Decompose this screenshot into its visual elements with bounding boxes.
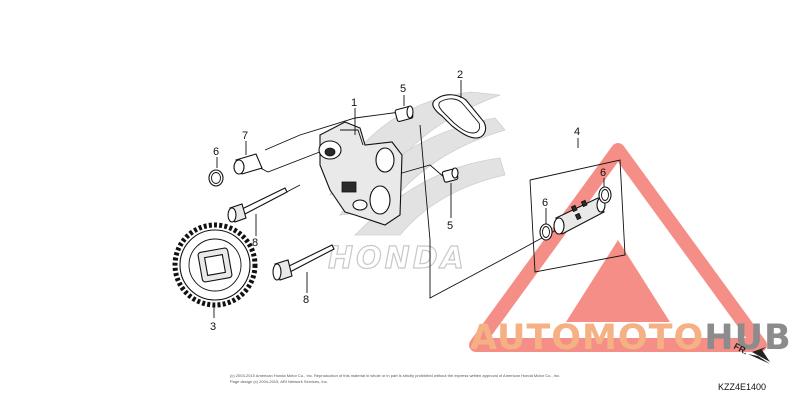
o-ring-shaft-right[interactable] xyxy=(598,186,612,204)
oil-pump-body[interactable] xyxy=(318,121,403,226)
callout-8-lower: 8 xyxy=(303,294,309,306)
callout-6-left: 6 xyxy=(213,146,219,158)
watermark-brand-gray: HUB xyxy=(704,318,791,358)
watermark-triangle xyxy=(469,143,767,352)
dowel-pin-upper[interactable] xyxy=(394,105,414,122)
dowel-pin-lower[interactable] xyxy=(441,167,459,183)
leader-lines xyxy=(213,80,605,318)
callout-6-shaft-right: 6 xyxy=(600,167,606,179)
watermark-brand: AUTOMOTOHUB xyxy=(470,318,792,358)
callout-1: 1 xyxy=(351,97,357,109)
callout-7: 7 xyxy=(242,130,248,142)
callout-6-shaft-left: 6 xyxy=(542,197,548,209)
callout-5-upper: 5 xyxy=(400,83,406,95)
diagram-code: KZZ4E1400 xyxy=(718,382,766,392)
copyright-line-1: (c) 2003-2015 American Honda Motor Co., … xyxy=(230,373,560,378)
assembly-lines xyxy=(244,111,626,299)
watermark-brand-orange: AUTOMOTO xyxy=(470,318,704,358)
callout-5-lower: 5 xyxy=(447,220,453,232)
pump-gear[interactable] xyxy=(172,222,258,308)
gasket[interactable] xyxy=(432,94,487,139)
collar[interactable] xyxy=(233,153,263,175)
honda-logo-text: HONDA xyxy=(328,241,467,276)
callout-8-upper: 8 xyxy=(252,237,258,249)
bolt-lower[interactable] xyxy=(272,244,335,281)
bolt-upper[interactable] xyxy=(227,187,288,223)
callout-2: 2 xyxy=(457,69,463,81)
callout-3: 3 xyxy=(210,321,216,333)
callout-4: 4 xyxy=(574,126,580,138)
copyright-line-2: Page design (c) 2004-2015, ARI Network S… xyxy=(230,379,328,384)
